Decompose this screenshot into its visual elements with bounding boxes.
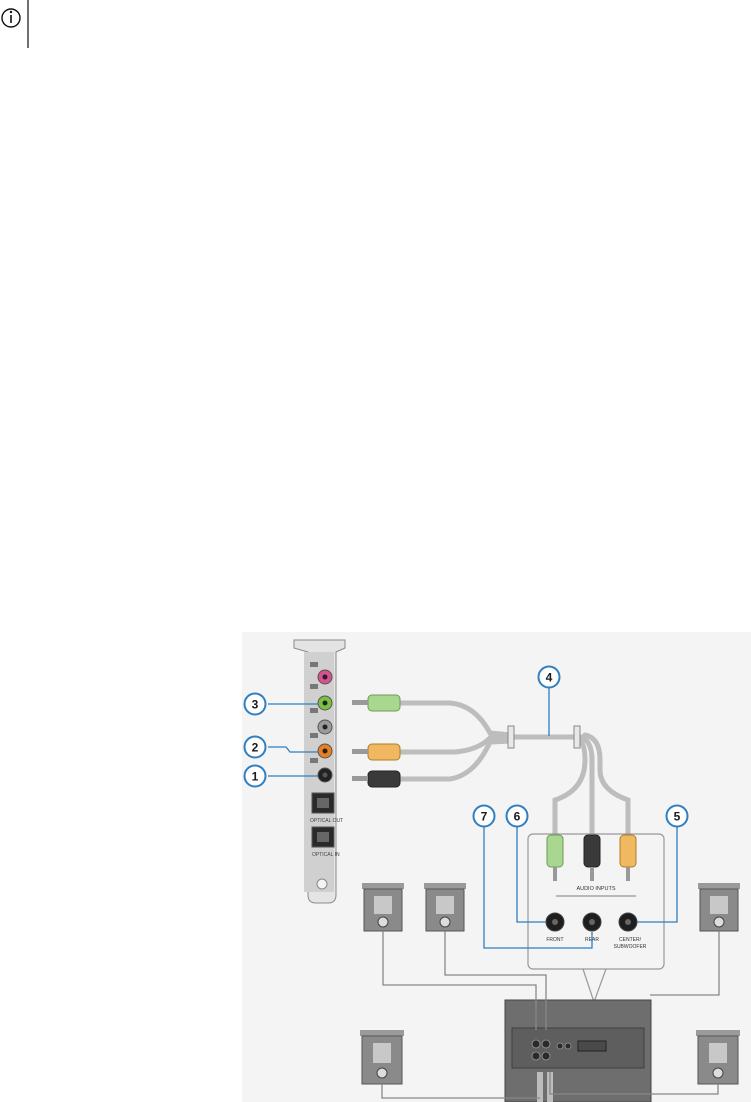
svg-text:7: 7 bbox=[481, 810, 488, 824]
speaker-center bbox=[698, 883, 740, 932]
callout-lines bbox=[268, 688, 678, 949]
callout-7: 7 bbox=[472, 804, 496, 828]
speaker-front-right bbox=[424, 883, 466, 932]
plug-black-down bbox=[583, 834, 601, 881]
sound-card: OPTICAL OUT OPTICAL IN bbox=[293, 639, 346, 904]
callout-4: 4 bbox=[537, 665, 561, 689]
speaker-rear-right bbox=[696, 1030, 740, 1085]
speaker-input-panel: AUDIO INPUTS FRONT REAR CENTER/ SUBWOOFE… bbox=[527, 833, 665, 970]
callout-3: 3 bbox=[243, 692, 267, 716]
plug-green-left bbox=[352, 694, 401, 712]
svg-text:3: 3 bbox=[252, 698, 259, 712]
svg-text:4: 4 bbox=[546, 671, 553, 685]
svg-text:5: 5 bbox=[674, 810, 681, 824]
plug-orange-left bbox=[352, 743, 401, 761]
callout-5: 5 bbox=[665, 804, 689, 828]
plug-black-left bbox=[352, 770, 401, 788]
callout-1: 1 bbox=[243, 764, 267, 788]
svg-text:6: 6 bbox=[514, 810, 521, 824]
svg-text:1: 1 bbox=[252, 770, 259, 784]
center-label-line2: SUBWOOFER bbox=[614, 944, 647, 950]
optical-out-label: OPTICAL OUT bbox=[310, 818, 343, 824]
svg-text:2: 2 bbox=[252, 741, 259, 755]
audio-inputs-label: AUDIO INPUTS bbox=[576, 886, 615, 892]
note-block bbox=[0, 0, 40, 52]
info-icon bbox=[1, 0, 29, 48]
subwoofer-unit bbox=[504, 999, 652, 1102]
plug-green-down bbox=[546, 834, 564, 881]
callout-6: 6 bbox=[505, 804, 529, 828]
speaker-front-left bbox=[362, 883, 404, 932]
plug-orange-down bbox=[619, 834, 637, 881]
center-label-line1: CENTER/ bbox=[619, 937, 642, 943]
audio-cable bbox=[397, 700, 631, 839]
optical-in-label: OPTICAL IN bbox=[312, 852, 340, 858]
speaker-rear-left bbox=[360, 1030, 404, 1085]
speaker-wires bbox=[381, 931, 720, 1099]
front-label: FRONT bbox=[546, 937, 563, 943]
callout-2: 2 bbox=[243, 735, 267, 759]
